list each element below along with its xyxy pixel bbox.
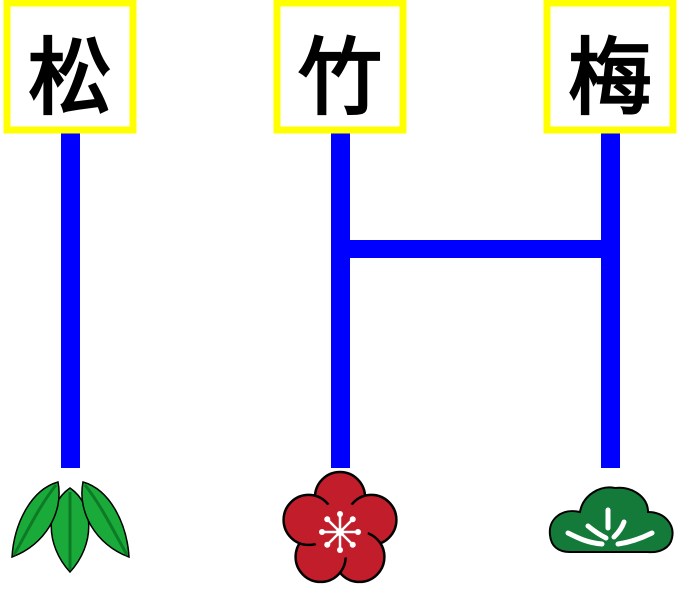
stamen-dot [319, 529, 325, 535]
ladder-line-1 [61, 130, 80, 468]
label-box-3: 梅 [543, 0, 677, 134]
label-box-2: 竹 [273, 0, 407, 134]
label-text-3: 梅 [568, 29, 652, 127]
stamen-dot [324, 516, 331, 523]
ladder-line-3 [601, 130, 620, 468]
stamen-dot [337, 511, 343, 517]
bamboo-leaves-icon [11, 481, 130, 574]
stamen-dot [349, 516, 356, 523]
stamen-dot [355, 529, 361, 535]
label-text-2: 竹 [298, 29, 382, 127]
ladder-line-2 [331, 130, 350, 468]
stamen-dot [337, 547, 343, 553]
ladder-rung [340, 240, 610, 258]
label-box-1: 松 [3, 0, 137, 134]
stamen-dot [349, 541, 356, 548]
stamen-dot [324, 541, 331, 548]
label-text-1: 松 [28, 29, 112, 127]
stamen-center [336, 528, 344, 536]
plum-blossom-icon [282, 470, 398, 584]
pine-tree-icon [548, 486, 674, 554]
